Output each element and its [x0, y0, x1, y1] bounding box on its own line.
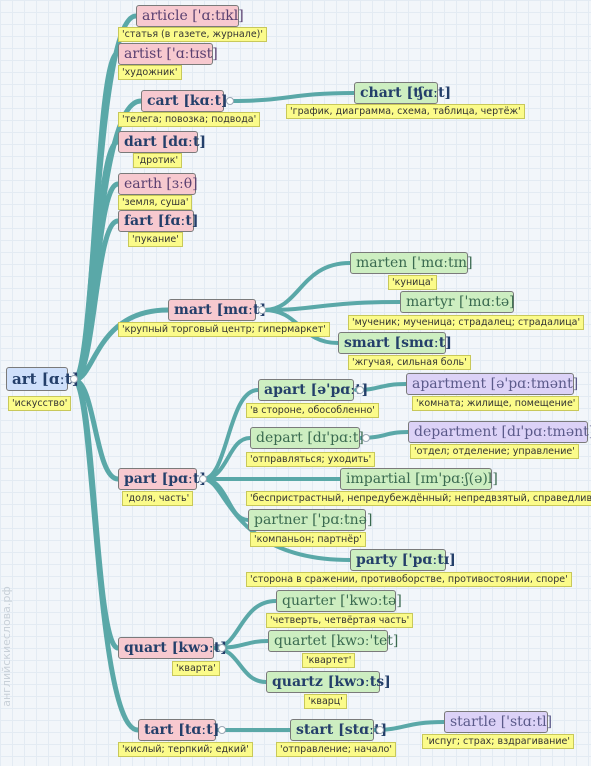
node-quarter[interactable]: quarter ['kwɔːtə] [276, 590, 402, 612]
translation-part: 'доля, часть' [122, 491, 194, 506]
translation-smart: 'жгучая, сильная боль' [348, 355, 471, 370]
translation-department: 'отдел; отделение; управление' [410, 444, 579, 459]
node-startle[interactable]: startle ['stɑːtl] [444, 711, 552, 733]
node-dart[interactable]: dart [dɑːt] [118, 131, 206, 153]
collapse-knob-tart[interactable] [218, 726, 226, 734]
node-cart[interactable]: cart [kɑːt] [141, 90, 228, 112]
node-smart[interactable]: smart [smɑːt] [338, 332, 452, 354]
translation-mart: 'крупный торговый центр; гипермаркет' [118, 322, 330, 337]
collapse-knob-depart[interactable] [362, 434, 370, 442]
node-martyr[interactable]: martyr ['mɑːtə] [400, 291, 515, 313]
node-chart[interactable]: chart [ʧɑːt] [354, 82, 451, 104]
translation-martyr: 'мученик; мученица; страдалец; страдалиц… [348, 315, 585, 330]
translation-quartz: 'кварц' [304, 694, 347, 709]
node-art[interactable]: art [ɑːt] [6, 367, 79, 391]
collapse-knob-cart[interactable] [226, 97, 234, 105]
collapse-knob-mart[interactable] [258, 306, 266, 314]
collapse-knob-quart[interactable] [218, 644, 226, 652]
node-part[interactable]: part [pɑːt] [118, 468, 206, 490]
node-earth[interactable]: earth [ɜːθ] [118, 173, 198, 195]
node-quart[interactable]: quart [kwɔːt] [118, 637, 227, 659]
translation-depart: 'отправляться; уходить' [246, 452, 376, 467]
translation-tart: 'кислый; терпкий; едкий' [118, 742, 253, 757]
node-quartz[interactable]: quartz [kwɔːts] [266, 671, 391, 693]
node-depart[interactable]: depart [dɪ'pɑːt] [250, 427, 364, 449]
translation-partner: 'компаньон; партнёр' [250, 532, 366, 547]
node-apartment[interactable]: apartment [ə'pɑːtmənt] [406, 373, 578, 395]
collapse-knob-art[interactable] [70, 375, 78, 383]
translation-earth: 'земля, суша' [118, 195, 193, 210]
translation-fart: 'пукание' [128, 232, 183, 247]
collapse-knob-start[interactable] [376, 726, 384, 734]
node-impartial[interactable]: impartial [ɪm'pɑːʃ(ə)l] [340, 468, 498, 490]
translation-marten: 'куница' [388, 275, 438, 290]
translation-art: 'искусство' [8, 396, 72, 411]
node-department[interactable]: department [dɪ'pɑːtmənt] [408, 421, 591, 443]
translation-apart: 'в стороне, обособленно' [246, 403, 379, 418]
translation-artist: 'художник' [118, 65, 182, 80]
translation-quart: 'кварта' [172, 661, 220, 676]
translation-chart: 'график, диаграмма, схема, таблица, черт… [286, 104, 525, 119]
translation-quartet: 'квартет' [302, 653, 356, 668]
edge-mart-martyr [262, 300, 402, 312]
node-artist[interactable]: artist ['ɑːtɪst] [118, 43, 218, 65]
translation-cart: 'телега; повозка; подвода' [118, 112, 261, 127]
node-party[interactable]: party ['pɑːtɪ] [350, 549, 456, 571]
edge-part-party [201, 477, 352, 562]
translation-apartment: 'комната; жилище, помещение' [412, 396, 580, 411]
edge-art-tart [71, 377, 141, 733]
translation-article: 'статья (в газете, журнале)' [118, 27, 267, 42]
node-quartet[interactable]: quartet [kwɔː'tet] [268, 630, 398, 652]
translation-dart: 'дротик' [133, 153, 183, 168]
node-article[interactable]: article ['ɑːtɪkl] [136, 5, 244, 27]
edge-art-mart [71, 307, 171, 383]
translation-startle: 'испуг; страх; вздрагивание' [422, 734, 575, 749]
collapse-knob-part[interactable] [199, 475, 207, 483]
edge-art-fart [71, 218, 121, 383]
node-fart[interactable]: fart [fɑːt] [118, 210, 199, 232]
translation-quarter: 'четверть, четвёртая часть' [266, 613, 414, 628]
watermark: английскиеслова.рф [0, 586, 13, 707]
translation-party: 'сторона в сражении, противоборстве, про… [246, 572, 572, 587]
edge-cart-chart [230, 91, 356, 103]
translation-start: 'отправление; начало' [276, 742, 396, 757]
node-marten[interactable]: marten ['mɑːtɪn] [350, 252, 473, 274]
node-apart[interactable]: apart [ə'pɑːt] [258, 379, 368, 401]
node-mart[interactable]: mart [mɑːt] [168, 299, 266, 321]
node-tart[interactable]: tart [tɑːt] [138, 719, 219, 741]
node-partner[interactable]: partner ['pɑːtnə] [248, 509, 372, 531]
translation-impartial: 'беспристрастный, непредубеждённый; непр… [246, 491, 591, 506]
node-start[interactable]: start [stɑːt] [290, 719, 387, 741]
collapse-knob-apart[interactable] [356, 386, 364, 394]
